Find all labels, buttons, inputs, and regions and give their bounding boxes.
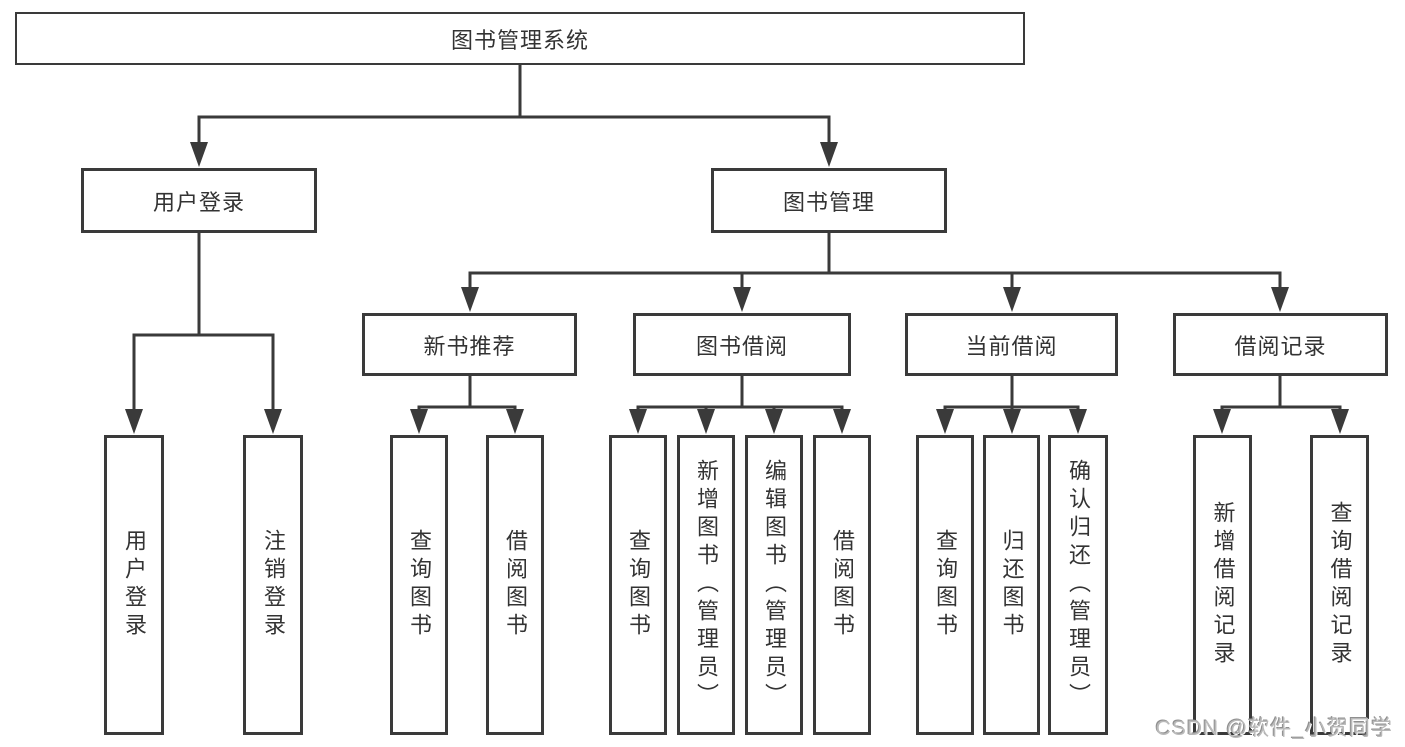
leaf-user-login: 用户登录 (104, 435, 164, 735)
node-label: 借阅图书 (830, 529, 855, 641)
node-label: 借阅图书 (503, 529, 528, 641)
leaf-confirm-return-admin: 确认归还（管理员） (1048, 435, 1108, 735)
leaf-add-borrow-record: 新增借阅记录 (1193, 435, 1252, 735)
node-label: 查询借阅记录 (1327, 501, 1353, 669)
node-label: 当前借阅 (965, 333, 1058, 359)
leaf-logout: 注销登录 (243, 435, 303, 735)
node-borrow-records: 借阅记录 (1173, 313, 1388, 376)
node-library-system: 图书管理系统 (15, 12, 1025, 65)
node-label: 编辑图书（管理员） (762, 459, 787, 711)
node-label: 图书管理系统 (450, 27, 589, 53)
leaf-query-books-borrow: 查询图书 (609, 435, 667, 735)
node-label: 图书管理 (782, 189, 875, 215)
leaf-query-borrow-record: 查询借阅记录 (1310, 435, 1369, 735)
node-label: 新增借阅记录 (1210, 501, 1236, 669)
node-label: 查询图书 (407, 529, 432, 641)
node-label: 归还图书 (999, 529, 1025, 641)
node-new-book-recommend: 新书推荐 (362, 313, 577, 376)
leaf-query-books-current: 查询图书 (916, 435, 974, 735)
leaf-return-books: 归还图书 (983, 435, 1040, 735)
node-label: 用户登录 (152, 189, 245, 215)
csdn-watermark: CSDN @软件_小贺同学 (1155, 717, 1393, 740)
node-user-login: 用户登录 (81, 168, 317, 233)
leaf-borrow-books: 借阅图书 (813, 435, 871, 735)
node-label: 查询图书 (626, 529, 651, 641)
leaf-add-books-admin: 新增图书（管理员） (677, 435, 735, 735)
node-book-management: 图书管理 (711, 168, 947, 233)
node-label: 确认归还（管理员） (1066, 459, 1091, 711)
node-label: 新书推荐 (423, 333, 516, 359)
leaf-edit-books-admin: 编辑图书（管理员） (745, 435, 803, 735)
node-label: 查询图书 (933, 529, 958, 641)
node-label: 借阅记录 (1234, 333, 1327, 359)
node-label: 图书借阅 (695, 333, 788, 359)
node-book-borrow: 图书借阅 (633, 313, 851, 376)
leaf-query-books-recommend: 查询图书 (390, 435, 448, 735)
node-label: 注销登录 (261, 529, 286, 641)
node-label: 用户登录 (122, 529, 147, 641)
node-current-borrow: 当前借阅 (905, 313, 1118, 376)
node-label: 新增图书（管理员） (694, 459, 719, 711)
leaf-borrow-books-recommend: 借阅图书 (486, 435, 544, 735)
